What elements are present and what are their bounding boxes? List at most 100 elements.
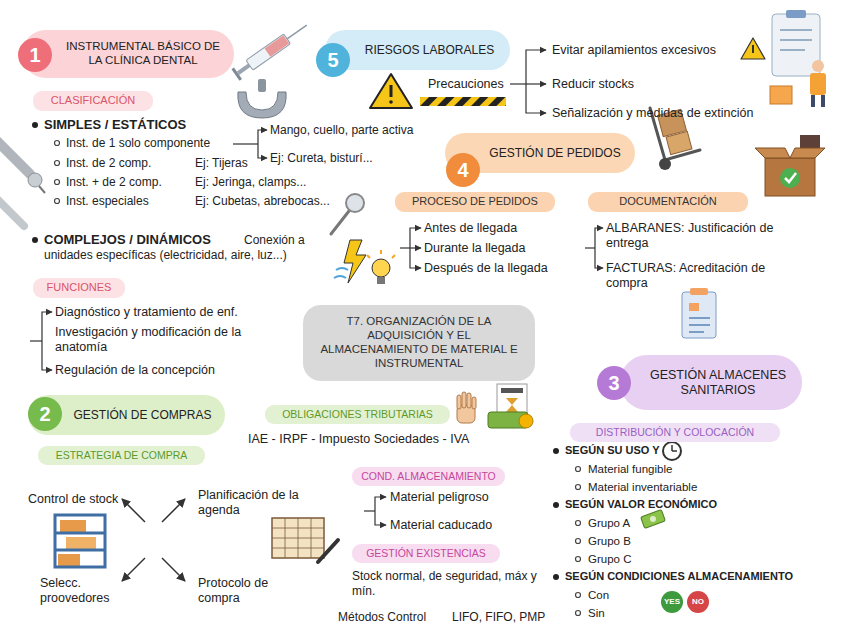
node-text: GESTIÓN DE COMPRAS: [73, 408, 211, 422]
document-icon: [689, 303, 699, 311]
icon-text: YES: [661, 597, 683, 607]
bullet-dot: [553, 448, 559, 580]
hand-icon: [462, 392, 466, 408]
list-item: Grupo A: [588, 516, 630, 530]
bracket-arrow: [364, 510, 375, 511]
list-item: Después de la llegada: [424, 261, 548, 276]
category-label: COMPLEJOS / DINÁMICOS: [44, 232, 211, 248]
cycle-arrow: [122, 499, 145, 522]
syringe-icon: [287, 25, 307, 39]
subheading-pill: OBLIGACIONES TRIBUTARIAS: [265, 405, 450, 424]
subheading-pill: CLASIFICACIÓN: [33, 91, 153, 111]
list-item: Inst. de 1 solo componente: [66, 136, 210, 151]
tax-icon: [488, 384, 533, 428]
category-label: SEGÚN CONDICIONES ALMACENAMIENTO: [565, 570, 793, 583]
bracket-arrow: [585, 247, 595, 248]
bullet-dot: [553, 574, 559, 580]
bullet-dot: [32, 122, 38, 128]
list-item: Reducir stocks: [552, 77, 634, 92]
idea-icon: [334, 240, 395, 284]
list-item: Ej: Cubetas, abrebocas...: [195, 194, 330, 209]
subheading-pill: PROCESO DE PEDIDOS: [395, 192, 555, 212]
number-circle: 1: [18, 38, 52, 72]
safety-illustration: [741, 10, 826, 107]
list-item: Con: [588, 588, 609, 602]
agenda-icon: [272, 518, 324, 558]
number-circle: 4: [446, 153, 480, 187]
category-label: SEGÚN SU USO Y: [565, 444, 660, 457]
tax-icon: [501, 388, 523, 393]
sub-bullet: [576, 539, 581, 544]
list-item: Sin: [588, 606, 605, 620]
safety-illustration: [780, 39, 812, 41]
cycle-item: Protocolo de compra: [198, 576, 283, 607]
list-item: Señalización y medidas de extinción: [552, 106, 754, 121]
document-icon: [682, 292, 716, 338]
node-text: DISTRIBUCIÓN Y COLOCACIÓN: [596, 426, 754, 439]
hazard-stripe: [420, 97, 506, 106]
shelves-icon: [58, 554, 80, 566]
list-item: Inst. especiales: [66, 194, 149, 209]
safety-illustration: [810, 73, 826, 95]
syringe-icon: [231, 19, 310, 80]
document-icon: [690, 288, 708, 295]
section-heading: GESTIÓN ALMACENES SANITARIOS3: [620, 355, 802, 410]
shelves-icon: [55, 515, 105, 567]
box-check-icon: [755, 148, 825, 158]
syringe-icon: [246, 34, 291, 70]
hand-icon: [457, 392, 476, 423]
sub-bullet: [576, 467, 581, 616]
node-text: PROCESO DE PEDIDOS: [412, 195, 538, 208]
safety-illustration: [780, 29, 812, 31]
hand-truck-icon: [659, 158, 671, 170]
bracket-arrow: [410, 247, 421, 248]
agenda-icon: [272, 518, 338, 562]
syringe-icon: [265, 35, 290, 56]
safety-illustration: [811, 95, 815, 107]
handpiece-icon: [0, 196, 24, 226]
cycle-item: Control de stock: [28, 492, 118, 507]
yes-no-icon: [661, 591, 683, 613]
warning-sign: [370, 74, 412, 108]
list-item: ALBARANES: Justificación de entrega: [606, 221, 806, 252]
node-text: CLASIFICACIÓN: [51, 94, 135, 107]
list-item: Material peligroso: [390, 490, 489, 505]
handpiece-icon: [39, 186, 45, 193]
bracket-arrow: [42, 312, 52, 341]
bullet-dot: [32, 122, 38, 243]
tax-icon: [506, 398, 518, 412]
sub-bullet: [576, 611, 581, 616]
agenda-icon: [272, 518, 324, 558]
bracket-arrow: [510, 83, 526, 84]
subheading-pill: DOCUMENTACIÓN: [588, 192, 748, 212]
cycle-arrow: [122, 499, 185, 581]
node-text: 2: [39, 402, 50, 426]
bracket-arrow: [375, 497, 386, 511]
money-icon: [641, 510, 666, 529]
icon-text: NO: [687, 597, 709, 607]
document-icon: [689, 317, 710, 319]
bracket-arrow: [258, 144, 267, 158]
node-text: ESTRATEGIA DE COMPRA: [56, 449, 188, 462]
number-circle: 2: [28, 397, 62, 431]
idea-icon: [367, 250, 395, 258]
hazard-stripe: [420, 97, 506, 106]
node-text: FUNCIONES: [47, 281, 112, 294]
node-text: 4: [457, 158, 468, 182]
number-circle: 3: [597, 366, 631, 400]
shelves-icon: [66, 537, 96, 549]
idea-icon: [334, 268, 348, 278]
bullet-dot: [32, 237, 38, 243]
subheading-pill: COND. ALMACENAMIENTO: [352, 467, 505, 486]
node-text: 1: [29, 43, 40, 67]
box-check-icon: [765, 158, 815, 196]
list-item: Material inventariable: [588, 480, 697, 494]
node-text: INSTRUMENTAL BÁSICO DE LA CLÍNICA DENTAL: [62, 40, 224, 68]
hand-icon: [467, 393, 471, 408]
cycle-arrow: [122, 558, 145, 581]
document-icon: [689, 324, 710, 326]
shelves-icon: [60, 520, 86, 532]
bracket-arrow: [526, 84, 546, 113]
bullet-dot: [553, 448, 559, 454]
handpiece-icon: [0, 138, 45, 226]
